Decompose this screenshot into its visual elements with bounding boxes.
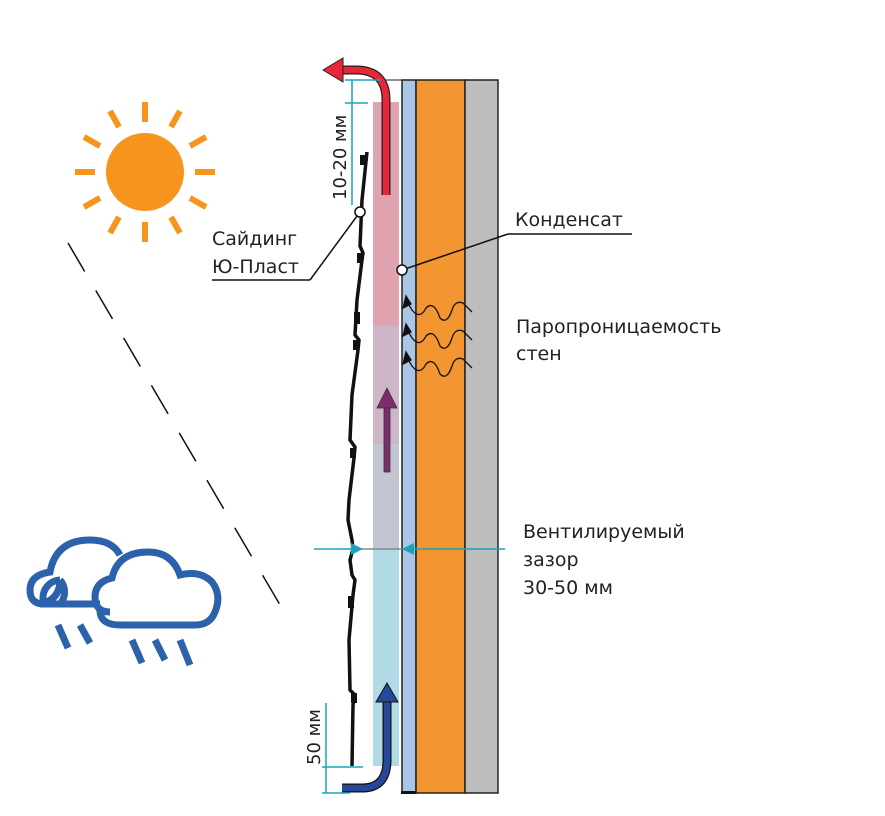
cold-air-inlet-arrow [342, 682, 399, 793]
insulation-layer [415, 79, 466, 794]
sun-icon [75, 102, 215, 242]
rain-clouds-icon [26, 536, 222, 667]
rising-air-arrow [376, 387, 398, 473]
siding-label-line2: Ю-Пласт [212, 256, 299, 278]
siding-profile [346, 151, 369, 767]
dimension-top [345, 79, 381, 205]
wall-layers [372, 79, 499, 794]
gap-label-line2: зазор [523, 549, 579, 571]
vapor-label-line2: стен [516, 343, 562, 365]
siding-callout [212, 206, 366, 281]
gap-label-line1: Вентилируемый [523, 521, 685, 543]
vapor-label-line1: Паропроницаемость [516, 316, 721, 338]
gap-label-line3: 30-50 мм [523, 577, 613, 599]
gap-width-pointers [314, 543, 505, 555]
siding-label-line1: Сайдинг [212, 228, 297, 250]
warm-air-outlet-arrow [322, 57, 391, 195]
membrane-layer [401, 79, 417, 794]
wall-layer [464, 79, 499, 794]
siding-joints [348, 155, 366, 703]
vapor-permeability-arrows [402, 294, 473, 377]
dimension-bottom-label: 50 мм [304, 709, 325, 765]
dimension-bottom [322, 703, 363, 794]
dashed-diagonal-line [67, 242, 291, 623]
membrane-base [401, 791, 416, 794]
dimension-top-label: 10-20 мм [330, 115, 351, 200]
condensate-callout [396, 233, 632, 276]
condensate-label: Конденсат [515, 209, 623, 231]
